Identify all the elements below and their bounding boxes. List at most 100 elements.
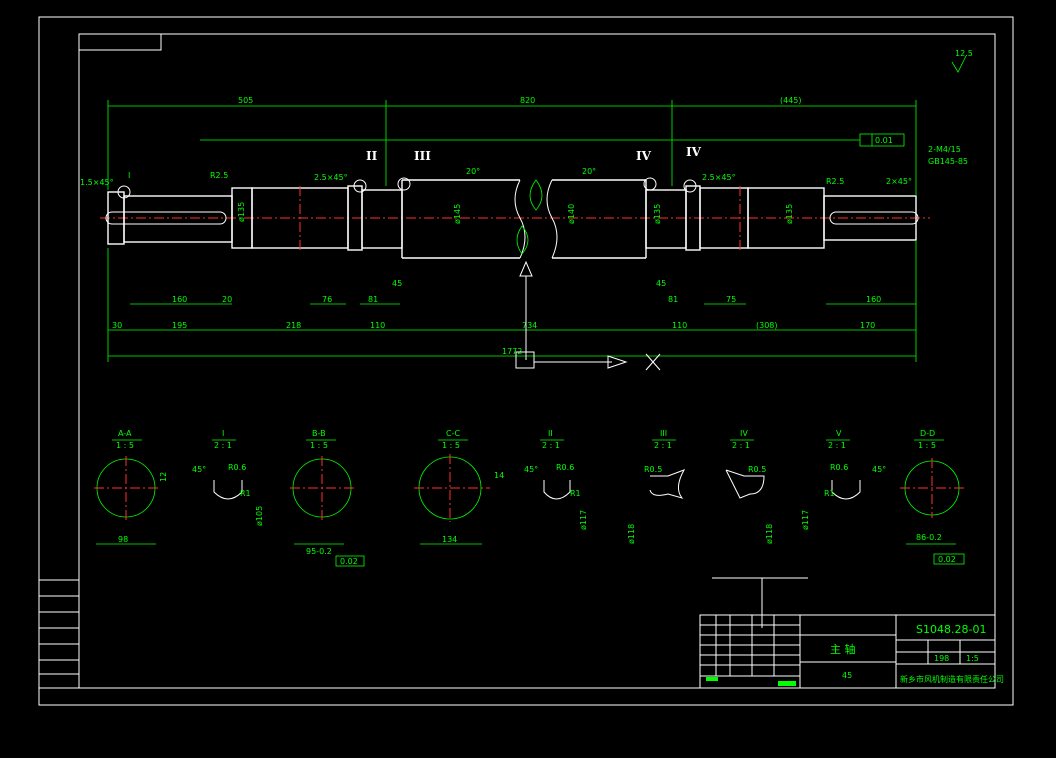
svg-text:R1: R1: [570, 489, 581, 498]
part-name: 主 轴: [830, 642, 856, 656]
svg-text:2 : 1: 2 : 1: [732, 441, 750, 450]
inner-border: [78, 33, 996, 689]
angle-left: 20°: [466, 167, 480, 176]
dim-r1-0: 30: [112, 321, 122, 330]
material: 45: [842, 671, 852, 680]
tolerance-frame: 0.01: [200, 133, 905, 147]
svg-text:95-0.2: 95-0.2: [306, 547, 332, 556]
svg-text:1 : 5: 1 : 5: [116, 441, 134, 450]
dim-r1-3: 110: [370, 321, 385, 330]
angle-right: 20°: [582, 167, 596, 176]
roman-4: IV: [636, 149, 652, 163]
section-a-a: A-A 1 : 5 12 98: [94, 429, 168, 545]
title-block: S1048.28-01 主 轴 45 198 1:5 新乡市风机制造有限责任公司: [699, 614, 1004, 689]
svg-text:III: III: [660, 429, 667, 438]
section-iii: III 2 : 1 R0.5 ø118: [627, 429, 686, 544]
svg-text:R0.6: R0.6: [830, 463, 848, 472]
dim-r2-8: 160: [866, 295, 881, 304]
dim-total: 1772: [502, 347, 522, 356]
svg-text:R1: R1: [240, 489, 251, 498]
corner-box: [78, 33, 162, 51]
surface-finish-mark: 12.5: [951, 49, 973, 73]
outer-border: [38, 16, 1014, 706]
svg-text:12: 12: [159, 472, 168, 482]
bottom-dimensions: 160 20 76 81 45 45 81 75 160 30 195 218 …: [107, 240, 917, 362]
dim-r2-0: 160: [172, 295, 187, 304]
dia-2: ø145: [453, 204, 462, 224]
company: 新乡市风机制造有限责任公司: [900, 674, 1004, 684]
svg-text:ø118: ø118: [627, 524, 636, 544]
svg-text:2 : 1: 2 : 1: [654, 441, 672, 450]
dim-top-left: 505: [238, 96, 253, 105]
svg-text:R0.6: R0.6: [228, 463, 246, 472]
dim-r1-5: 110: [672, 321, 687, 330]
tolerance-value: 0.01: [875, 136, 893, 145]
weight: 198: [934, 654, 949, 663]
svg-text:R1: R1: [824, 489, 835, 498]
dim-r2-2: 76: [322, 295, 332, 304]
std-note: GB145-85: [928, 157, 968, 166]
section-v: V 2 : 1 R0.6 45° R1 ø117: [801, 429, 886, 530]
shaft-view: [100, 179, 930, 259]
svg-text:C-C: C-C: [446, 429, 460, 438]
section-b-b: B-B 1 : 5 95-0.2 0.02: [290, 429, 365, 567]
svg-text:R0.6: R0.6: [556, 463, 574, 472]
svg-text:45°: 45°: [872, 465, 886, 474]
chamfer-left: 1.5×45°: [80, 178, 114, 187]
section-ii: II 2 : 1 R0.6 45° R1 ø117: [524, 429, 588, 530]
dim-r1-2: 218: [286, 321, 301, 330]
dia-5: ø135: [785, 204, 794, 224]
svg-text:I: I: [222, 429, 224, 438]
svg-text:134: 134: [442, 535, 457, 544]
chamfer-mid-right: 2.5×45°: [702, 173, 736, 182]
svg-text:IV: IV: [740, 429, 748, 438]
svg-text:A-A: A-A: [118, 429, 132, 438]
dim-r2-1: 20: [222, 295, 232, 304]
roman-callouts: I II III IV IV: [117, 145, 702, 199]
dim-r2-5: 45: [656, 279, 666, 288]
svg-text:86-0.2: 86-0.2: [916, 533, 942, 542]
dim-r2-3: 81: [368, 295, 378, 304]
leader: [712, 577, 808, 628]
dia-1: ø135: [237, 202, 246, 222]
svg-text:0.02: 0.02: [938, 555, 956, 564]
svg-text:B-B: B-B: [312, 429, 326, 438]
section-d-d: D-D 1 : 5 86-0.2 0.02: [900, 429, 966, 565]
roman-5: IV: [686, 145, 702, 159]
dim-r1-1: 195: [172, 321, 187, 330]
dim-top-right: (445): [780, 96, 802, 105]
radius-right: R2.5: [826, 177, 844, 186]
svg-text:ø105: ø105: [255, 506, 264, 526]
svg-text:2 : 1: 2 : 1: [214, 441, 232, 450]
section-c-c: C-C 1 : 5 14 134: [414, 429, 504, 545]
top-dimensions: 505 820 (445): [107, 96, 917, 196]
svg-text:ø117: ø117: [579, 510, 588, 530]
svg-text:R0.5: R0.5: [748, 465, 766, 474]
chamfer-mid-left: 2.5×45°: [314, 173, 348, 182]
section-views: A-A 1 : 5 12 98 I 2 : 1 R0.6 45° R1 ø105…: [94, 429, 966, 567]
dia-3: ø140: [567, 204, 576, 224]
svg-text:2 : 1: 2 : 1: [542, 441, 560, 450]
section-arrow: [515, 260, 661, 371]
svg-text:1 : 5: 1 : 5: [918, 441, 936, 450]
svg-text:98: 98: [118, 535, 128, 544]
svg-text:R0.5: R0.5: [644, 465, 662, 474]
dim-r1-4: 734: [522, 321, 537, 330]
drawing-number: S1048.28-01: [916, 623, 986, 636]
section-i: I 2 : 1 R0.6 45° R1 ø105: [192, 429, 264, 526]
svg-text:1 : 5: 1 : 5: [310, 441, 328, 450]
dim-top-mid: 820: [520, 96, 535, 105]
thread-note: 2-M4/15: [928, 145, 961, 154]
surface-finish-value: 12.5: [955, 49, 973, 58]
radius-left: R2.5: [210, 171, 228, 180]
svg-text:1 : 5: 1 : 5: [442, 441, 460, 450]
svg-text:14: 14: [494, 471, 504, 480]
roman-1: I: [128, 171, 130, 180]
dim-r2-7: 75: [726, 295, 736, 304]
roman-3: III: [414, 149, 431, 163]
svg-text:D-D: D-D: [920, 429, 935, 438]
svg-text:45°: 45°: [192, 465, 206, 474]
scale: 1:5: [966, 654, 979, 663]
svg-text:0.02: 0.02: [340, 557, 358, 566]
